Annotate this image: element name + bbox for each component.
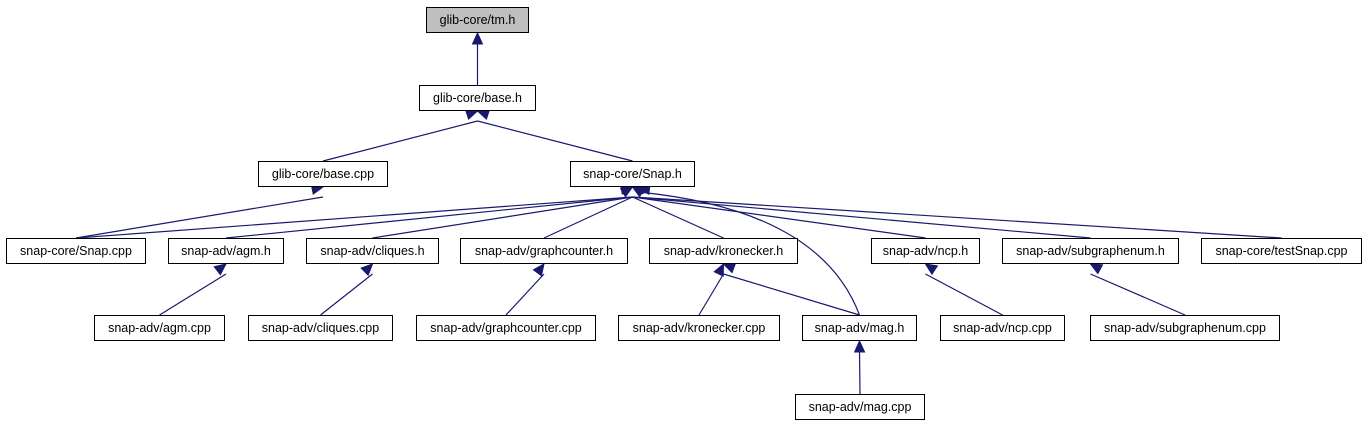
node-agm-cpp[interactable]: snap-adv/agm.cpp bbox=[94, 315, 225, 341]
node-snap-h[interactable]: snap-core/Snap.h bbox=[570, 161, 695, 187]
arrowhead bbox=[476, 109, 491, 121]
edge-snap_cpp-to-base_cpp bbox=[75, 183, 325, 239]
node-tm-h: glib-core/tm.h bbox=[426, 7, 529, 33]
edge-mag_cpp-to-mag_h bbox=[853, 339, 866, 395]
edge-ncp_h-to-snap_h bbox=[631, 183, 926, 239]
node-kronecker-h[interactable]: snap-adv/kronecker.h bbox=[649, 238, 798, 264]
arrowhead bbox=[713, 262, 725, 277]
node-mag-cpp[interactable]: snap-adv/mag.cpp bbox=[795, 394, 925, 420]
arrowhead bbox=[471, 31, 484, 45]
edge-kronecker_h-to-snap_h bbox=[631, 186, 724, 239]
edge-agm_cpp-to-agm_h bbox=[159, 263, 227, 316]
node-kronecker-cpp[interactable]: snap-adv/kronecker.cpp bbox=[618, 315, 780, 341]
node-mag-h[interactable]: snap-adv/mag.h bbox=[802, 315, 917, 341]
arrowhead bbox=[360, 263, 374, 277]
node-graphcounter-h[interactable]: snap-adv/graphcounter.h bbox=[460, 238, 628, 264]
node-graphcounter-cpp[interactable]: snap-adv/graphcounter.cpp bbox=[416, 315, 596, 341]
node-cliques-h[interactable]: snap-adv/cliques.h bbox=[306, 238, 439, 264]
edge-cliques_h-to-snap_h bbox=[372, 183, 634, 239]
edge-subgraphenum_h-to-snap_h bbox=[631, 182, 1091, 239]
edge-graphcounter_h-to-snap_h bbox=[543, 186, 634, 239]
arrowhead bbox=[722, 262, 737, 274]
edge-cliques_cpp-to-cliques_h bbox=[320, 263, 374, 316]
edge-snap_h-to-base_h bbox=[476, 109, 633, 162]
edge-base_cpp-to-base_h bbox=[322, 109, 479, 162]
node-base-cpp[interactable]: glib-core/base.cpp bbox=[258, 161, 388, 187]
edge-ncp_cpp-to-ncp_h bbox=[924, 263, 1003, 316]
edge-subgraphenum_cpp-to-subgraphenum_h bbox=[1089, 263, 1186, 316]
node-cliques-cpp[interactable]: snap-adv/cliques.cpp bbox=[248, 315, 393, 341]
edge-base_h-to-tm_h bbox=[471, 31, 484, 85]
arrowhead bbox=[213, 263, 227, 276]
node-subgraphenum-h[interactable]: snap-adv/subgraphenum.h bbox=[1002, 238, 1179, 264]
arrowhead bbox=[532, 263, 545, 277]
edge-kronecker_cpp-to-kronecker_h bbox=[698, 262, 725, 316]
arrowhead bbox=[464, 109, 479, 121]
arrowhead bbox=[619, 186, 634, 198]
arrowhead bbox=[853, 339, 866, 353]
node-agm-h[interactable]: snap-adv/agm.h bbox=[168, 238, 284, 264]
node-base-h[interactable]: glib-core/base.h bbox=[419, 85, 536, 111]
node-ncp-cpp[interactable]: snap-adv/ncp.cpp bbox=[940, 315, 1065, 341]
edge-mag_h-to-kronecker_h bbox=[722, 262, 860, 316]
arrowhead bbox=[924, 263, 939, 276]
node-snap-cpp[interactable]: snap-core/Snap.cpp bbox=[6, 238, 146, 264]
node-ncp-h[interactable]: snap-adv/ncp.h bbox=[871, 238, 980, 264]
node-subgraphenum-cpp[interactable]: snap-adv/subgraphenum.cpp bbox=[1090, 315, 1280, 341]
node-testsnap-cpp[interactable]: snap-core/testSnap.cpp bbox=[1201, 238, 1362, 264]
edge-agm_h-to-snap_h bbox=[225, 182, 634, 239]
arrowhead bbox=[1089, 263, 1104, 275]
edge-graphcounter_cpp-to-graphcounter_h bbox=[505, 263, 545, 316]
